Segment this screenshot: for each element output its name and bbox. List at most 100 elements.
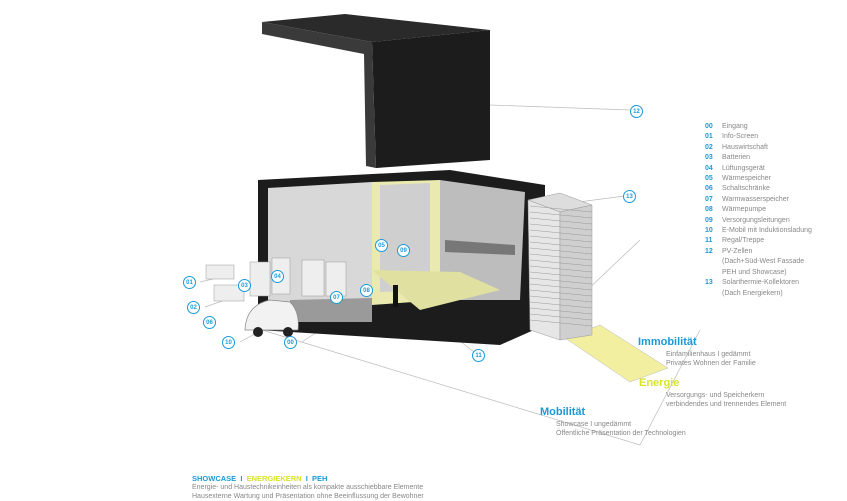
zone-mobilitaet-line1: Showcase I ungedämmt xyxy=(556,421,632,428)
legend-item: 09 Versorgungsleitungen xyxy=(705,216,812,226)
callout-marker: 02 xyxy=(187,301,200,314)
legend-label: Wärmespeicher xyxy=(722,175,772,183)
footer-line1: Energie- und Haustechnikeinheiten als ko… xyxy=(192,484,424,491)
callout-marker: 00 xyxy=(284,336,297,349)
e-car xyxy=(244,299,299,337)
solar-slat xyxy=(529,205,593,213)
solar-slat xyxy=(529,223,593,231)
footer-energiekern: ENERGIEKERN xyxy=(246,474,302,483)
solar-slat xyxy=(529,289,593,297)
solar-slat xyxy=(529,259,593,267)
solar-slat xyxy=(529,211,593,219)
legend-label: E-Mobil mit Induktionsladung xyxy=(722,227,812,235)
legend-item: 03 Batterien xyxy=(705,153,812,163)
solar-slat xyxy=(529,301,593,309)
zone-immobilitaet-desc: Einfamilienhaus I gedämmt Privates Wohne… xyxy=(666,350,756,368)
zone-mobilitaet-desc: Showcase I ungedämmt Öffentliche Präsent… xyxy=(556,420,686,438)
callout-marker: 10 xyxy=(222,336,235,349)
solar-slat xyxy=(529,241,593,249)
solar-slat xyxy=(529,247,593,255)
zone-energie-line1: Versorgungs- und Speicherkern xyxy=(666,392,765,399)
solar-tower xyxy=(527,192,593,341)
solar-slat xyxy=(529,229,593,237)
solar-slat xyxy=(529,313,593,321)
callout-marker: 05 xyxy=(375,239,388,252)
callout-marker: 01 xyxy=(183,276,196,289)
legend-item: 07 Warmwasserspeicher xyxy=(705,195,812,205)
solar-slat xyxy=(529,307,593,315)
zone-mobilitaet-line2: Öffentliche Präsentation der Technologie… xyxy=(556,430,686,437)
legend-number: 05 xyxy=(705,175,713,183)
legend-label: Regal/Treppe xyxy=(722,237,765,245)
legend-label: Batterien xyxy=(722,154,751,162)
legend: 00 Eingang 01 Info-Screen 02 Hauswirtschaft 03… xyxy=(705,122,812,299)
callout-marker: 12 xyxy=(630,105,643,118)
footer-showcase: SHOWCASE xyxy=(192,474,237,483)
callout-marker: 07 xyxy=(330,291,343,304)
legend-number: 08 xyxy=(705,206,713,214)
callout-marker: 04 xyxy=(271,270,284,283)
legend-item: 05 Wärmespeicher xyxy=(705,174,812,184)
legend-item: 00 Eingang xyxy=(705,122,812,132)
legend-label: Warmwasserspeicher xyxy=(722,195,790,203)
legend-number: 10 xyxy=(705,227,713,235)
zone-energie-title: Energie xyxy=(639,377,680,389)
legend-number: 06 xyxy=(705,185,713,193)
solar-slat xyxy=(529,271,593,279)
footer-caption: SHOWCASE I ENERGIEKERN I PEH Energie- un… xyxy=(192,474,424,501)
solar-slat xyxy=(529,277,593,285)
legend-number: 12 xyxy=(705,247,713,255)
legend-number: 01 xyxy=(705,133,713,141)
legend-number: 09 xyxy=(705,216,713,224)
legend-item: 10 E-Mobil mit Induktionsladung xyxy=(705,226,812,236)
zone-immobilitaet-line1: Einfamilienhaus I gedämmt xyxy=(666,351,751,358)
legend-label: Hauswirtschaft xyxy=(722,143,768,151)
building-body xyxy=(205,170,545,345)
solar-slat xyxy=(529,319,593,327)
legend-number: 13 xyxy=(705,279,713,287)
footer-heading: SHOWCASE I ENERGIEKERN I PEH xyxy=(192,474,424,483)
legend-label: Eingang xyxy=(722,123,748,130)
callout-marker: 03 xyxy=(238,279,251,292)
legend-number: 07 xyxy=(705,195,713,203)
solar-slat xyxy=(529,265,593,273)
callout-marker: 11 xyxy=(472,349,485,362)
legend-item: 01 Info-Screen xyxy=(705,132,812,142)
legend-number: 02 xyxy=(705,143,713,151)
legend-label: Schaltschränke xyxy=(722,185,770,193)
callout-marker: 06 xyxy=(203,316,216,329)
zone-immobilitaet-title: Immobilität xyxy=(638,336,697,348)
footer-peh: PEH xyxy=(312,474,328,483)
legend-number: 11 xyxy=(705,237,713,245)
zone-immobilitaet-line2: Privates Wohnen der Familie xyxy=(666,360,756,367)
legend-label: PV-Zellen (Dach+Süd-West Fassade PEH und… xyxy=(722,247,805,276)
legend-item: 11 Regal/Treppe xyxy=(705,236,812,246)
solar-slat xyxy=(529,253,593,261)
legend-item: 12 PV-Zellen (Dach+Süd-West Fassade PEH u… xyxy=(705,247,812,278)
callout-marker: 09 xyxy=(397,244,410,257)
zone-energie-line2: verbindendes und trennendes Element xyxy=(666,401,787,408)
zone-mobilitaet-title: Mobilität xyxy=(540,406,586,418)
callout-marker: 13 xyxy=(623,190,636,203)
legend-label: Solarthermie-Kollektoren (Dach Energieke… xyxy=(722,279,800,297)
roof-slab xyxy=(262,14,490,168)
footer-sep: I xyxy=(236,474,247,483)
legend-item: 02 Hauswirtschaft xyxy=(705,143,812,153)
legend-number: 00 xyxy=(705,123,713,130)
legend-number: 03 xyxy=(705,154,713,162)
zone-energie-desc: Versorgungs- und Speicherkern verbindend… xyxy=(666,391,786,409)
legend-item: 06 Schaltschränke xyxy=(705,184,812,194)
footer-sep: I xyxy=(301,474,313,483)
legend-label: Info-Screen xyxy=(722,133,759,141)
callout-marker: 08 xyxy=(360,284,373,297)
footer-line2: Hausexterne Wartung und Präsentation ohn… xyxy=(192,493,424,500)
solar-slat xyxy=(529,235,593,243)
legend-number: 04 xyxy=(705,164,713,172)
legend-item: 13 Solarthermie-Kollektoren (Dach Energie… xyxy=(705,278,812,299)
solar-slat xyxy=(529,295,593,303)
solar-slat xyxy=(529,283,593,291)
legend-label: Versorgungsleitungen xyxy=(722,216,790,224)
